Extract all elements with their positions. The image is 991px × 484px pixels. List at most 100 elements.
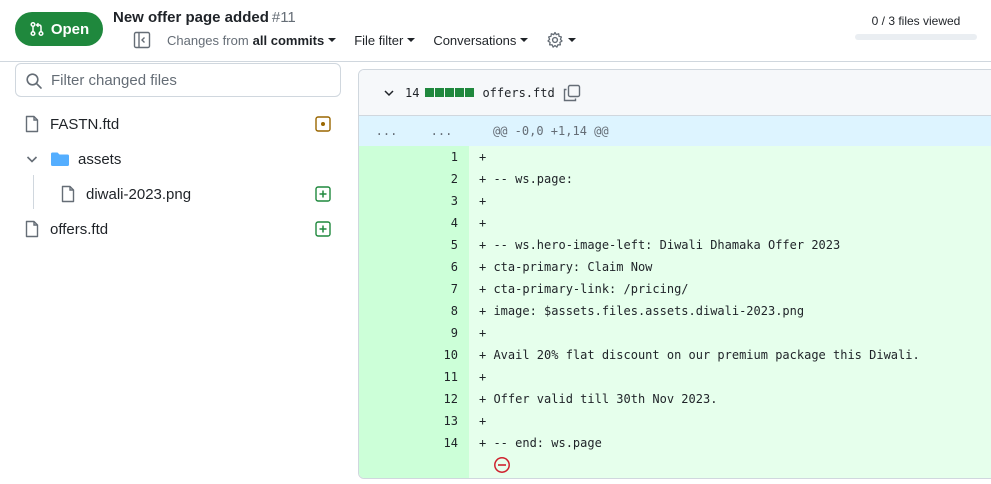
diffstat-count: 14 [405, 85, 420, 100]
diff-line[interactable]: 4+ [359, 212, 991, 234]
file-filter-label: File filter [354, 32, 404, 48]
file-icon [25, 220, 39, 238]
line-number[interactable]: 4 [359, 212, 469, 234]
diff-line[interactable]: 13+ [359, 410, 991, 432]
file-diff: 14 offers.ftd ... ... @@ -0,0 +1,14 @@ 1… [358, 69, 991, 479]
pr-title: New offer page added#11 [113, 9, 296, 26]
diff-line[interactable]: 7+ cta-primary-link: /pricing/ [359, 278, 991, 300]
diff-settings-dropdown[interactable] [546, 31, 577, 49]
line-code: + -- end: ws.page [469, 432, 991, 454]
file-filter-dropdown[interactable]: File filter [354, 32, 416, 48]
line-code: + cta-primary-link: /pricing/ [469, 278, 991, 300]
line-number[interactable]: 13 [359, 410, 469, 432]
line-code: + Avail 20% flat discount on our premium… [469, 344, 991, 366]
changes-from-dropdown[interactable]: Changes from all commits [167, 32, 337, 48]
diff-line[interactable]: 5+ -- ws.hero-image-left: Diwali Dhamaka… [359, 234, 991, 256]
diff-line[interactable]: 6+ cta-primary: Claim Now [359, 256, 991, 278]
pr-status-label: Open [50, 20, 90, 38]
line-number[interactable]: 12 [359, 388, 469, 410]
diff-lines: 1+ 2+ -- ws.page:3+ 4+ 5+ -- ws.hero-ima… [359, 146, 991, 454]
file-icon [25, 115, 39, 133]
files-viewed-progress: 0 / 3 files viewed [855, 14, 977, 40]
tree-item-offers[interactable]: offers.ftd [24, 214, 344, 244]
tree-item-diwali[interactable]: diwali-2023.png [60, 179, 340, 209]
tree-item-label: FASTN.ftd [50, 115, 120, 133]
line-number[interactable]: 6 [359, 256, 469, 278]
pr-status-badge: Open [15, 12, 103, 46]
hunk-header: ... ... @@ -0,0 +1,14 @@ [359, 116, 991, 146]
pr-toolbar: Changes from all commits File filter Con… [133, 29, 594, 51]
line-number[interactable]: 10 [359, 344, 469, 366]
diff-line[interactable]: 8+ image: $assets.files.assets.diwali-20… [359, 300, 991, 322]
search-icon [26, 73, 42, 89]
sidebar-toggle-button[interactable] [133, 31, 151, 49]
diff-line[interactable]: 2+ -- ws.page: [359, 168, 991, 190]
diff-line[interactable]: 12+ Offer valid till 30th Nov 2023. [359, 388, 991, 410]
line-number[interactable]: 5 [359, 234, 469, 256]
line-code: + cta-primary: Claim Now [469, 256, 991, 278]
filter-placeholder: Filter changed files [51, 71, 177, 89]
conversations-dropdown[interactable]: Conversations [433, 32, 529, 48]
line-code: + [469, 212, 991, 234]
diff-added-icon [315, 186, 331, 202]
copy-icon[interactable] [563, 84, 581, 102]
no-entry-icon[interactable] [493, 456, 511, 474]
filter-files-input[interactable]: Filter changed files [15, 63, 341, 97]
diff-filename[interactable]: offers.ftd [482, 85, 555, 100]
chevron-down-icon[interactable] [383, 87, 395, 99]
tree-item-label: offers.ftd [50, 220, 109, 238]
chevron-down-icon [328, 38, 337, 42]
diffstat-bar [425, 88, 475, 97]
tree-item-label: diwali-2023.png [86, 185, 192, 203]
line-code: + [469, 410, 991, 432]
line-code: + -- ws.page: [469, 168, 991, 190]
diff-added-icon [315, 221, 331, 237]
changes-from-prefix: Changes from [167, 32, 249, 48]
line-number[interactable]: 8 [359, 300, 469, 322]
diff-line[interactable]: 9+ [359, 322, 991, 344]
diff-line[interactable]: 10+ Avail 20% flat discount on our premi… [359, 344, 991, 366]
line-code: + [469, 190, 991, 212]
hunk-range: @@ -0,0 +1,14 @@ [493, 124, 609, 138]
chevron-down-icon [407, 38, 416, 42]
expand-up-button[interactable]: ... [375, 124, 398, 138]
sidebar-toggle-icon [133, 31, 151, 49]
expand-down-button[interactable]: ... [430, 124, 453, 138]
gear-icon [547, 31, 564, 48]
tree-item-label: assets [78, 150, 122, 168]
line-number[interactable]: 9 [359, 322, 469, 344]
file-icon [61, 185, 75, 203]
git-pull-request-icon [30, 21, 44, 37]
diff-footer [359, 454, 991, 478]
chevron-down-icon [520, 38, 529, 42]
tree-item-fastn[interactable]: FASTN.ftd [24, 109, 344, 139]
diff-line[interactable]: 14+ -- end: ws.page [359, 432, 991, 454]
line-code: + -- ws.hero-image-left: Diwali Dhamaka … [469, 234, 991, 256]
line-number[interactable]: 3 [359, 190, 469, 212]
diff-file-header: 14 offers.ftd [359, 70, 991, 116]
diff-modified-icon [315, 116, 331, 132]
line-code: + Offer valid till 30th Nov 2023. [469, 388, 991, 410]
pr-title-text: New offer page added [113, 9, 269, 26]
files-viewed-label: 0 / 3 files viewed [871, 14, 961, 28]
chevron-down-icon [568, 38, 577, 42]
files-viewed-bar [855, 34, 977, 40]
line-number[interactable]: 14 [359, 432, 469, 454]
diff-line[interactable]: 1+ [359, 146, 991, 168]
pr-header: Open New offer page added#11 Changes fro… [0, 0, 991, 62]
pr-number[interactable]: #11 [271, 9, 296, 26]
diff-line[interactable]: 3+ [359, 190, 991, 212]
diff-line[interactable]: 11+ [359, 366, 991, 388]
conversations-label: Conversations [433, 32, 517, 48]
changes-from-value: all commits [252, 32, 325, 48]
line-number[interactable]: 2 [359, 168, 469, 190]
line-number[interactable]: 11 [359, 366, 469, 388]
line-number[interactable]: 1 [359, 146, 469, 168]
line-code: + image: $assets.files.assets.diwali-202… [469, 300, 991, 322]
line-number[interactable]: 7 [359, 278, 469, 300]
tree-item-assets[interactable]: assets [24, 144, 344, 174]
folder-icon [51, 152, 69, 166]
line-code: + [469, 146, 991, 168]
chevron-down-icon[interactable] [24, 151, 40, 167]
tree-guide-line [33, 175, 34, 209]
